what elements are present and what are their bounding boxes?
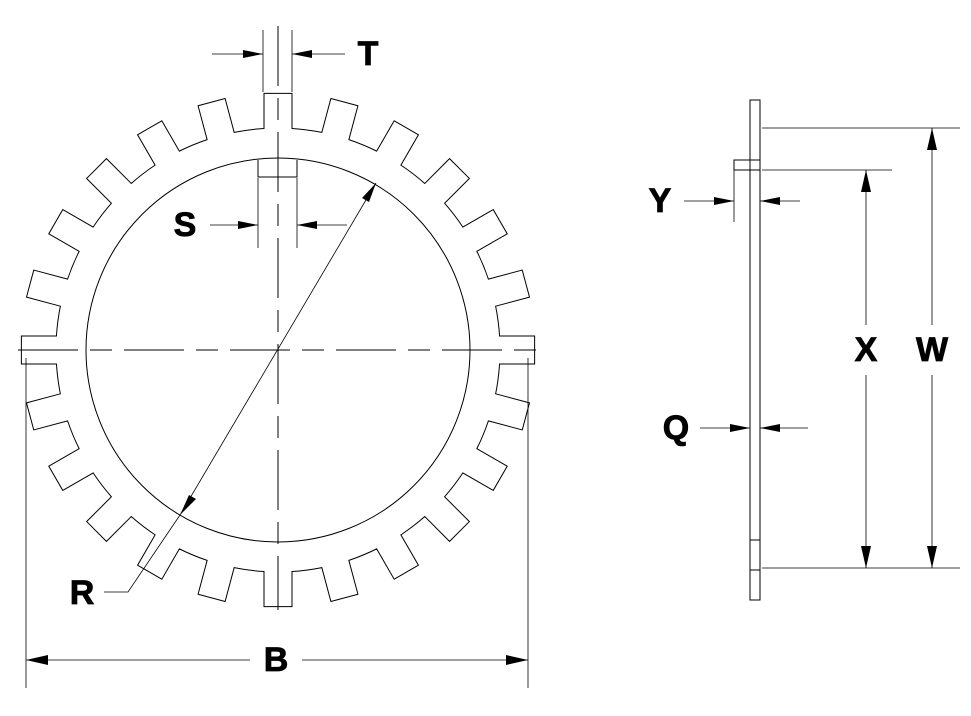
toothed-outer-ring (20, 92, 536, 608)
label-x: X (855, 331, 878, 369)
dimension-t (212, 30, 345, 92)
label-q: Q (663, 409, 689, 447)
front-view: T S R B (18, 26, 540, 688)
dimension-x (762, 169, 960, 569)
dimension-b (25, 358, 529, 688)
side-view: Y Q X W (648, 99, 960, 601)
dimension-s (210, 178, 347, 248)
plate-body (749, 99, 761, 601)
label-s: S (174, 206, 197, 244)
label-b: B (264, 641, 289, 679)
dimension-y (684, 170, 800, 222)
label-t: T (358, 35, 379, 73)
dimension-q (700, 424, 808, 432)
dimension-r (104, 182, 377, 593)
dimension-w (762, 127, 960, 568)
hatch-bottom-tooth (749, 539, 761, 571)
label-w: W (916, 331, 949, 369)
label-y: Y (649, 182, 672, 220)
label-r: R (70, 574, 95, 612)
hatch-top-flange (733, 159, 761, 171)
